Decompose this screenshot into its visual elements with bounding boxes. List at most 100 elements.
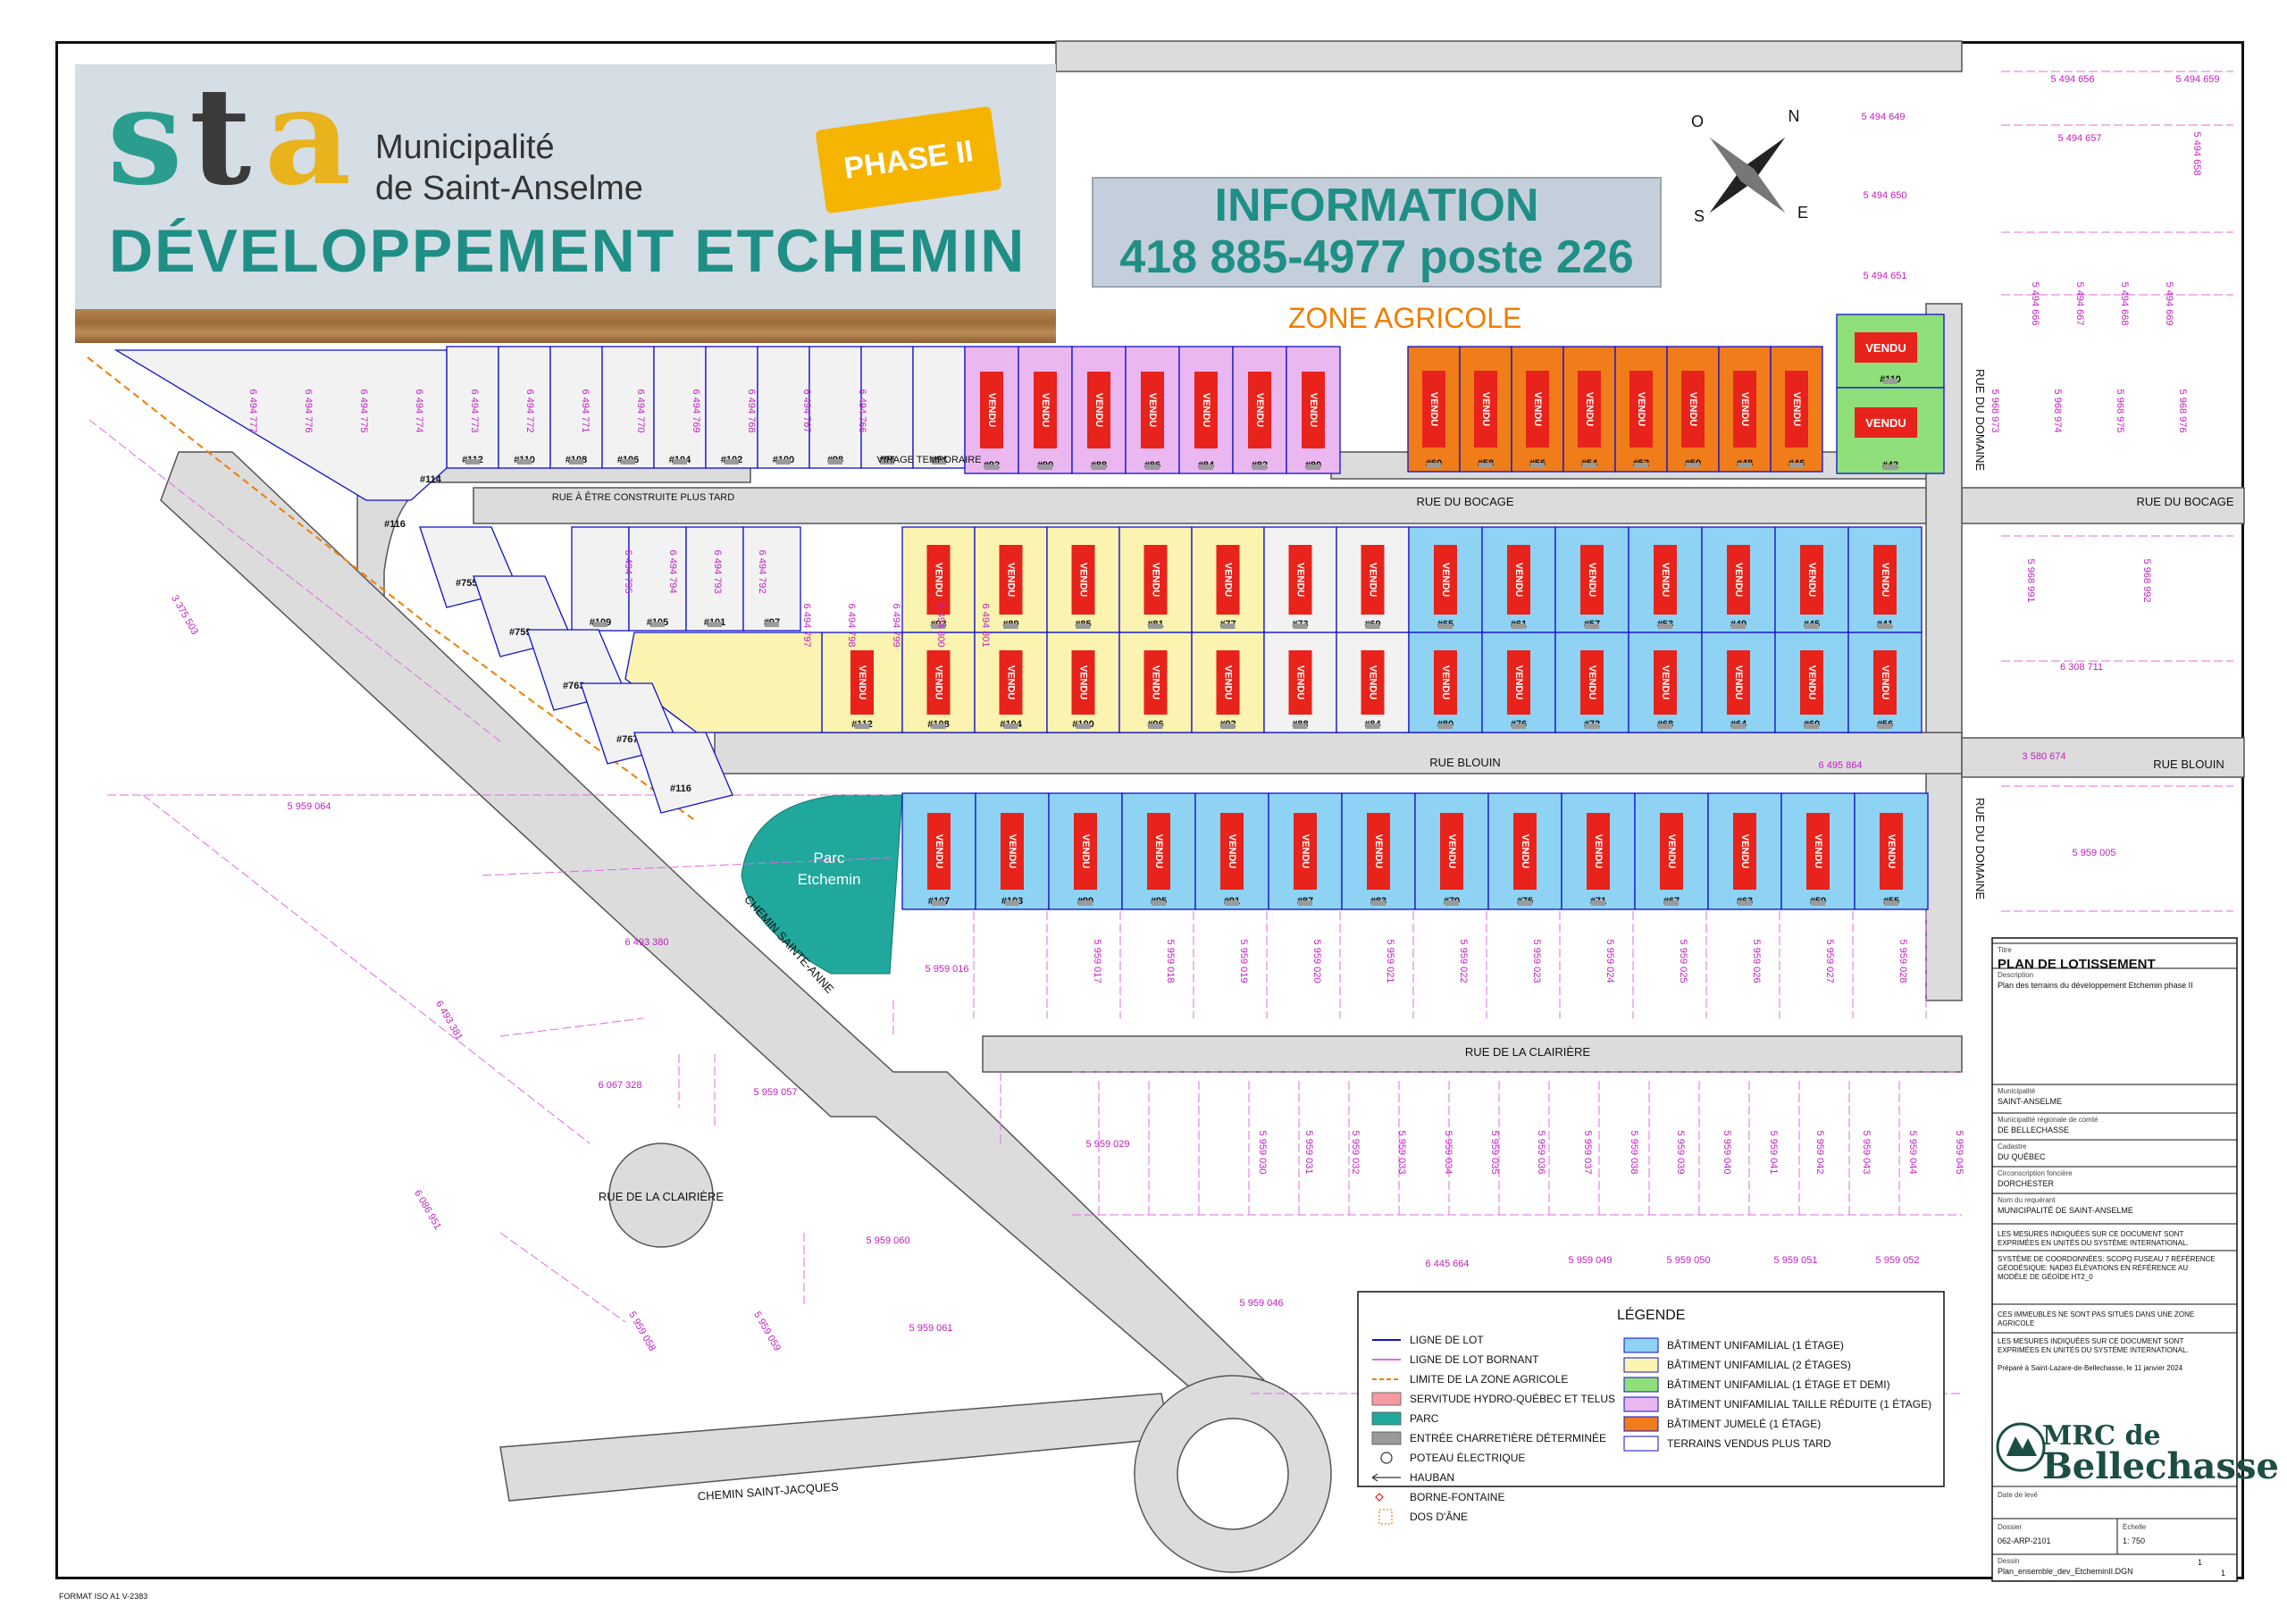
driveway-entry xyxy=(1092,465,1106,470)
sold-badge-label: VENDU xyxy=(1078,563,1089,598)
sold-badge-label: VENDU xyxy=(1865,341,1906,355)
legend-swatch xyxy=(1623,1337,1659,1353)
page-count: 1 xyxy=(2221,1569,2225,1578)
driveway-entry xyxy=(708,622,722,627)
driveway-entry xyxy=(776,459,791,465)
driveway-entry xyxy=(1293,724,1308,729)
cadastral-number: 3 580 674 xyxy=(2023,751,2066,762)
legend-symbol xyxy=(1371,1431,1402,1445)
sold-badge-label: VENDU xyxy=(1806,666,1817,700)
title-block-box xyxy=(1991,937,2238,1582)
driveway-entry xyxy=(1005,900,1019,906)
title-block-field-value: DE BELLECHASSE xyxy=(1998,1126,2069,1134)
driveway-entry xyxy=(1438,724,1453,729)
lot-top-white xyxy=(549,346,603,469)
driveway-entry xyxy=(1365,624,1380,629)
cul-de-sac-clairiere xyxy=(608,1143,714,1248)
driveway-entry xyxy=(1445,900,1459,906)
driveway-entry xyxy=(1686,463,1700,468)
cadastral-number: 5 959 060 xyxy=(867,1235,910,1246)
compass-e: E xyxy=(1797,204,1808,222)
sold-badge xyxy=(1727,545,1750,615)
cadastral-number: 6 494 776 xyxy=(303,389,314,433)
cadastral-number: 5 494 656 xyxy=(2051,74,2095,85)
street-bocage: RUE DU BOCAGE xyxy=(1416,495,1513,508)
sold-badge-label: VENDU xyxy=(1223,666,1234,700)
sold-badge xyxy=(1855,332,1917,363)
driveway-entry xyxy=(932,459,946,465)
sold-badge xyxy=(1071,650,1095,715)
cadastral-number: 5 959 044 xyxy=(1907,1131,1918,1175)
lot-number: #116 xyxy=(384,519,406,530)
sold-badge xyxy=(980,372,1003,448)
driveway-entry xyxy=(1512,624,1526,629)
sold-badge-label: VENDU xyxy=(1532,392,1543,427)
sold-badge-label: VENDU xyxy=(1223,563,1234,598)
lot-mid-white xyxy=(571,526,630,632)
cadastral-number: 5 968 974 xyxy=(2052,389,2063,433)
sold-badge xyxy=(1800,545,1823,615)
cadastral-number: 6 494 770 xyxy=(635,389,646,433)
legend-symbol xyxy=(1371,1473,1401,1482)
driveway-entry xyxy=(1582,463,1596,468)
sold-badge-label: VENDU xyxy=(857,666,867,700)
wood-strip xyxy=(75,309,1056,343)
cadastral-number: 5 959 061 xyxy=(909,1323,953,1334)
sold-badge xyxy=(1087,372,1110,448)
legend-item-label: BÂTIMENT UNIFAMILIAL (1 ÉTAGE) xyxy=(1667,1338,1844,1352)
sold-badge-label: VENDU xyxy=(1886,834,1897,869)
title-block-field-label: Titre xyxy=(1998,946,2012,954)
sold-badge xyxy=(1144,545,1168,615)
sold-badge-label: VENDU xyxy=(1660,666,1671,700)
cadastral-line-4 xyxy=(499,1017,644,1037)
legend-symbol xyxy=(1380,1452,1393,1464)
cadastral-number: 5 968 975 xyxy=(2115,389,2125,433)
sold-badge-label: VENDU xyxy=(1513,563,1524,598)
sold-badge xyxy=(1587,813,1610,890)
driveway-entry xyxy=(828,459,842,465)
driveway-entry xyxy=(673,459,687,465)
lot-number: #767 xyxy=(616,734,638,745)
street-future: RUE À ÊTRE CONSTRUITE PLUS TARD xyxy=(552,491,734,503)
sold-badge xyxy=(1302,372,1325,448)
legend-item-label: POTEAU ÉLECTRIQUE xyxy=(1410,1451,1525,1464)
driveway-entry xyxy=(1225,900,1239,906)
driveway-entry xyxy=(1199,465,1213,470)
driveway-entry xyxy=(593,622,607,627)
park-etchemin xyxy=(741,794,903,975)
road-top-strip xyxy=(1055,40,1963,72)
legend-item-label: BÂTIMENT UNIFAMILIAL TAILLE RÉDUITE (1 É… xyxy=(1667,1397,1931,1411)
driveway-entry xyxy=(932,900,946,906)
sold-badge xyxy=(1074,813,1097,890)
sold-badge-label: VENDU xyxy=(1368,666,1378,700)
driveway-entry xyxy=(1883,465,1897,470)
driveway-entry xyxy=(1293,624,1308,629)
title-block-field-label: Échelle xyxy=(2123,1523,2147,1531)
lot-top-white xyxy=(757,346,810,469)
lot-mid-white xyxy=(685,526,744,632)
title-block-field-label: Dessin xyxy=(1998,1557,2019,1565)
legend-item-label: LIMITE DE LA ZONE AGRICOLE xyxy=(1410,1373,1568,1385)
cadastral-number: 6 494 793 xyxy=(712,550,723,594)
driveway-entry xyxy=(984,465,999,470)
sold-badge xyxy=(926,545,951,615)
sold-badge-label: VENDU xyxy=(1147,393,1158,428)
lot-top-white xyxy=(808,346,862,469)
sold-badge xyxy=(1806,813,1830,890)
sold-badge xyxy=(1660,813,1683,890)
cadastral-number: 5 959 040 xyxy=(1722,1131,1732,1175)
title-block-field-value: MUNICIPALITÉ DE SAINT-ANSELME xyxy=(1998,1206,2133,1215)
driveway-entry xyxy=(931,724,946,729)
title-block-field-label: Circonscription foncière xyxy=(1998,1169,2073,1177)
sold-badge-label: VENDU xyxy=(1040,393,1051,428)
sold-badge xyxy=(1294,813,1317,890)
cadastral-number: 6 494 794 xyxy=(667,550,678,594)
driveway-entry xyxy=(855,724,869,729)
driveway-entry xyxy=(1076,724,1091,729)
title-block-note: GÉODÉSIQUE: NAD83 ÉLÉVATIONS EN RÉFÉRENC… xyxy=(1998,1264,2188,1272)
cadastral-number: 5 959 058 xyxy=(626,1310,658,1352)
title-block-field-value: PLAN DE LOTISSEMENT xyxy=(1998,957,2156,972)
cadastral-number: 6 494 797 xyxy=(801,604,812,648)
cadastral-number: 6 308 711 xyxy=(2060,662,2103,673)
sold-badge xyxy=(1288,545,1312,615)
